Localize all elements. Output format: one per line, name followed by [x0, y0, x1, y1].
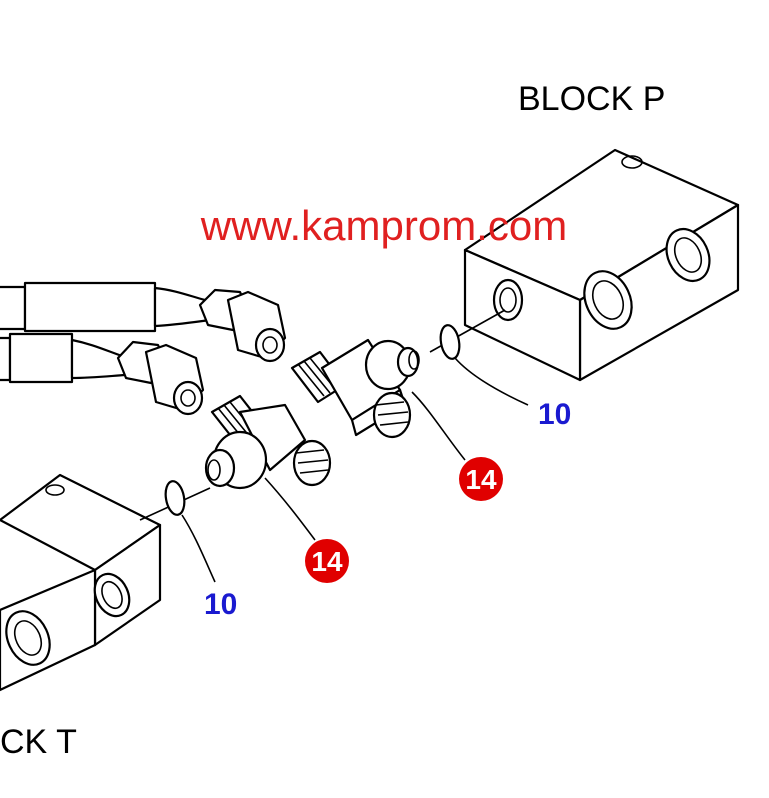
- callout-14-upper: 14: [459, 457, 503, 501]
- leader-oring-upper: [454, 357, 529, 406]
- block-t-label: CK T: [0, 723, 77, 761]
- callout-14-upper-text: 14: [465, 464, 497, 495]
- callout-14-lower-text: 14: [311, 546, 343, 577]
- callout-10-upper: 10: [538, 398, 571, 431]
- o-ring-upper: [439, 324, 461, 360]
- hose-upper: [0, 281, 212, 333]
- block-p: [429, 148, 740, 382]
- block-t: [0, 473, 211, 692]
- watermark-text: www.kamprom.com: [200, 202, 567, 249]
- block-p-label: BLOCK P: [518, 80, 665, 118]
- callout-14-lower: 14: [305, 539, 349, 583]
- tee-fitting-upper: [290, 338, 420, 439]
- callout-10-lower: 10: [204, 588, 237, 621]
- o-ring-lower: [164, 480, 186, 516]
- hose-lower: [0, 332, 127, 384]
- tee-fitting-lower: [204, 394, 332, 490]
- hose-nut-lower: [116, 340, 205, 416]
- leader-tee-lower: [264, 477, 316, 541]
- hose-nut-upper: [198, 288, 287, 363]
- leader-tee-upper: [411, 391, 466, 461]
- leader-oring-lower: [181, 514, 216, 583]
